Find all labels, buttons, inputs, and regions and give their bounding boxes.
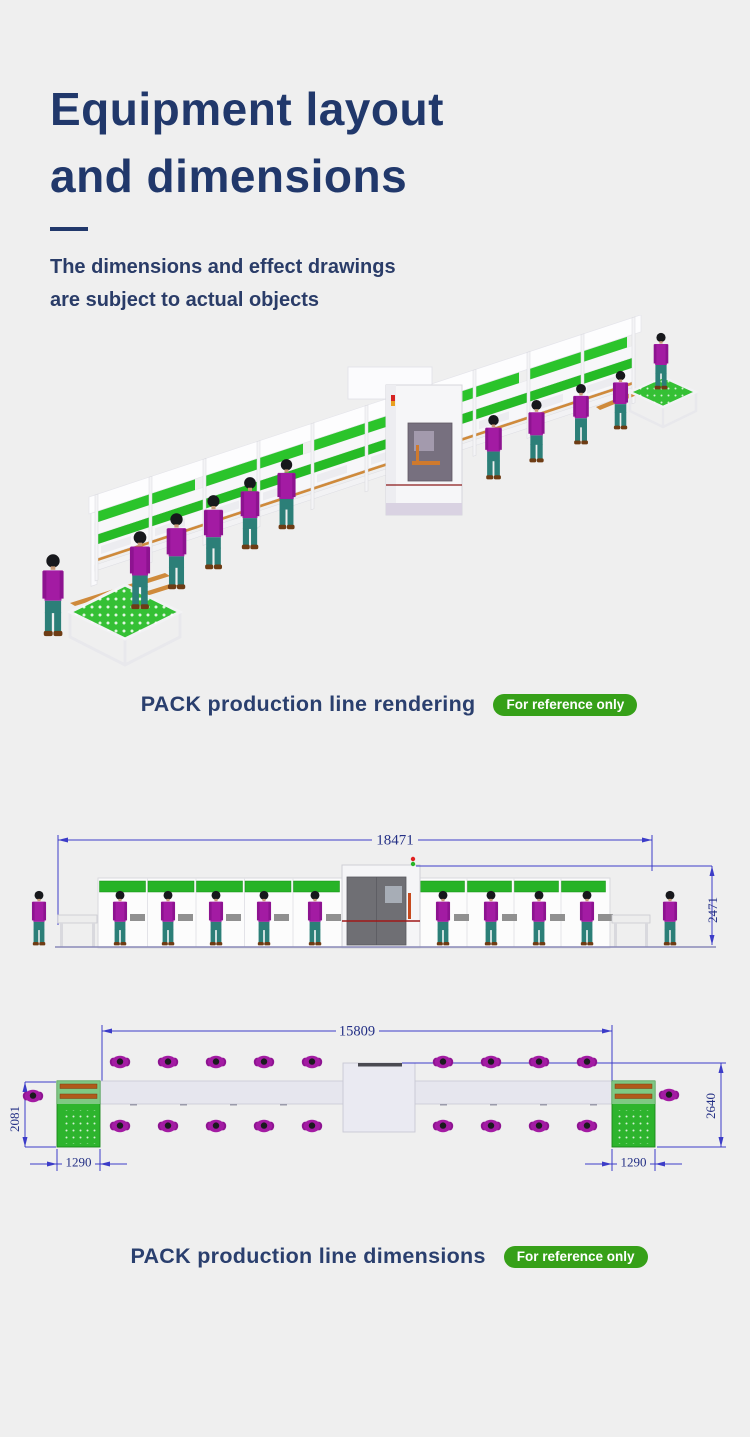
rendering-caption: PACK production line rendering xyxy=(140,692,476,716)
worker-top-figure xyxy=(22,1089,44,1103)
worker-figure xyxy=(31,890,47,946)
right-table-width-label: 1290 xyxy=(621,1155,647,1170)
band-ticks xyxy=(130,1104,597,1106)
center-machine-front xyxy=(341,856,421,949)
top-view-width-label: 2640 xyxy=(703,1093,718,1119)
page-subtitle: The dimensions and effect drawings are s… xyxy=(50,251,396,317)
front-view-height-label: 2471 xyxy=(705,897,720,923)
belt-strips-front xyxy=(99,880,606,893)
worker-top-figure xyxy=(480,1119,502,1133)
worker-top-figure xyxy=(205,1119,227,1133)
dimensions-reference-badge: For reference only xyxy=(503,1245,648,1268)
worktables-front xyxy=(130,914,613,921)
subtitle-line2: are subject to actual objects xyxy=(50,289,319,311)
top-view-length-label: 15809 xyxy=(339,1024,375,1040)
rendering-caption-row: PACK production line rendering For refer… xyxy=(14,692,750,717)
dimension-overall-length xyxy=(57,835,653,925)
dimension-line-length xyxy=(101,1025,613,1081)
worker-top-figure xyxy=(253,1055,275,1069)
worker-top-figure xyxy=(109,1119,131,1133)
rendering-reference-badge: For reference only xyxy=(493,693,638,716)
worker-top-figure xyxy=(432,1119,454,1133)
worker-top-figure xyxy=(432,1055,454,1069)
left-roller-table-top xyxy=(56,1080,101,1148)
dimension-line-width xyxy=(402,1062,726,1148)
right-roller-table-top xyxy=(611,1080,656,1148)
worker-top-figure xyxy=(301,1119,323,1133)
worker-top-figure xyxy=(205,1055,227,1069)
worker-figure xyxy=(662,890,678,946)
page-title-line1: Equipment layout xyxy=(50,83,444,135)
worker-top-figure xyxy=(253,1119,275,1133)
title-underline-dash xyxy=(50,227,88,231)
worker-top-figure xyxy=(528,1119,550,1133)
dimensions-caption-row: PACK production line dimensions For refe… xyxy=(14,1244,750,1269)
worker-top-figure xyxy=(658,1088,680,1102)
worker-top-figure xyxy=(157,1119,179,1133)
worker-top-figure xyxy=(157,1055,179,1069)
left-table-width-label: 1290 xyxy=(66,1155,92,1170)
pack-line-front-view-drawing: 18471 xyxy=(31,833,720,949)
subtitle-line1: The dimensions and effect drawings xyxy=(50,256,396,278)
pack-line-top-view-drawing: 15809 xyxy=(7,1024,726,1171)
worker-top-figure xyxy=(109,1055,131,1069)
page-title-line2: and dimensions xyxy=(50,150,408,202)
worker-top-figure xyxy=(576,1119,598,1133)
center-machine xyxy=(347,366,463,516)
worker-figure xyxy=(42,554,64,637)
worker-top-figure xyxy=(480,1055,502,1069)
dimensions-caption: PACK production line dimensions xyxy=(130,1244,486,1268)
worker-top-figure xyxy=(528,1055,550,1069)
dimension-overall-height xyxy=(416,865,713,945)
page-title: Equipment layout and dimensions xyxy=(50,76,444,210)
pack-line-rendering-image xyxy=(42,315,700,667)
front-view-length-label: 18471 xyxy=(376,833,414,849)
end-tables-front xyxy=(57,914,651,947)
worker-top-figure xyxy=(301,1055,323,1069)
center-machine-top xyxy=(342,1062,416,1133)
top-view-depth-label: 2081 xyxy=(7,1106,22,1132)
worker-top-figure xyxy=(576,1055,598,1069)
